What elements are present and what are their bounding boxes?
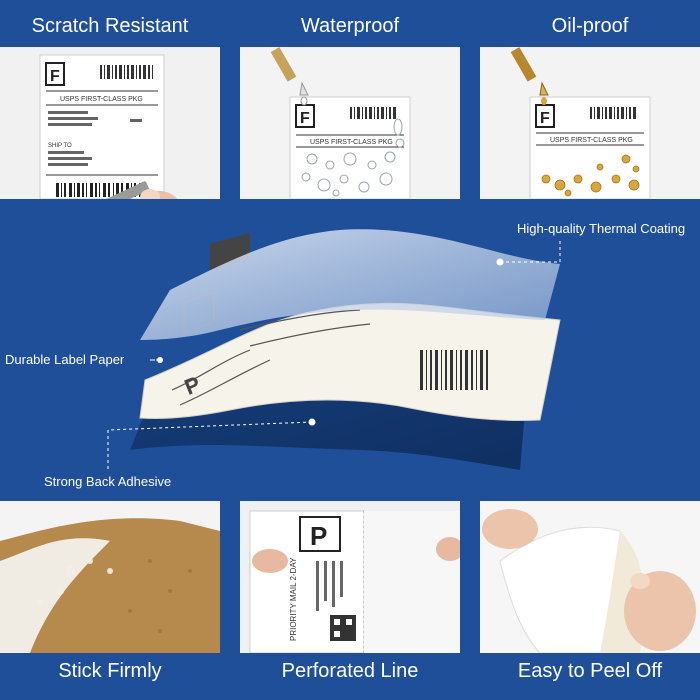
feature-title-easy-peel: Easy to Peel Off — [517, 660, 663, 682]
photo-perforated-line: P PRIORITY MAIL 2-DAY — [240, 501, 460, 653]
label-priority-text: PRIORITY MAIL 2-DAY — [289, 557, 298, 641]
water-drops — [301, 118, 405, 197]
feature-title-scratch-resistant: Scratch Resistant — [31, 15, 189, 37]
stick-illustration — [0, 501, 220, 653]
caption-label-paper: Durable Label Paper — [5, 352, 125, 367]
right-finger — [436, 537, 460, 561]
svg-text:F: F — [540, 110, 550, 127]
peel-illustration — [480, 501, 700, 653]
qr-code — [330, 615, 356, 641]
paper-barcode — [420, 350, 488, 390]
photo-oil-proof: F USPS FIRST-CLASS PKG — [480, 47, 700, 199]
oilproof-illustration: F USPS FIRST-CLASS PKG — [480, 47, 700, 199]
left-finger — [252, 549, 288, 573]
feature-title-oil-proof: Oil-proof — [551, 15, 629, 37]
svg-text:P: P — [310, 521, 327, 551]
feature-title-perforated-line: Perforated Line — [281, 660, 419, 682]
paper-dot — [157, 357, 163, 363]
coating-dot — [496, 258, 504, 266]
photo-scratch-resistant: F USPS FIRST-CLASS PKG SHIP TO — [0, 47, 220, 199]
photo-easy-peel — [480, 501, 700, 653]
caption-back-adhesive: Strong Back Adhesive — [44, 474, 172, 489]
coating-layer — [140, 229, 560, 340]
svg-text:F: F — [300, 110, 310, 127]
feature-title-waterproof: Waterproof — [300, 15, 400, 37]
feature-title-stick-firmly: Stick Firmly — [58, 660, 162, 682]
dropper-icon — [270, 47, 309, 106]
label-ship-to-text-1: SHIP TO — [48, 143, 72, 149]
key-icon — [97, 181, 150, 199]
label-service-text-2: USPS FIRST-CLASS PKG — [310, 139, 393, 146]
photo-stick-firmly — [0, 501, 220, 653]
scratch-illustration: F USPS FIRST-CLASS PKG SHIP TO — [0, 47, 220, 199]
label-service-text-3: USPS FIRST-CLASS PKG — [550, 137, 633, 144]
svg-text:F: F — [50, 68, 60, 85]
left-hand — [482, 509, 538, 549]
photo-waterproof: F USPS FIRST-CLASS PKG — [240, 47, 460, 199]
perforated-illustration: P PRIORITY MAIL 2-DAY — [240, 501, 460, 653]
waterproof-illustration: F USPS FIRST-CLASS PKG — [240, 47, 460, 199]
right-hand — [624, 571, 696, 651]
caption-thermal-coating: High-quality Thermal Coating — [517, 221, 686, 236]
oil-drops — [541, 154, 640, 197]
layer-diagram: P — [107, 229, 561, 470]
adhesive-dot — [308, 418, 316, 426]
oil-dropper-icon — [510, 47, 549, 105]
label-service-text-1: USPS FIRST-CLASS PKG — [60, 96, 143, 103]
